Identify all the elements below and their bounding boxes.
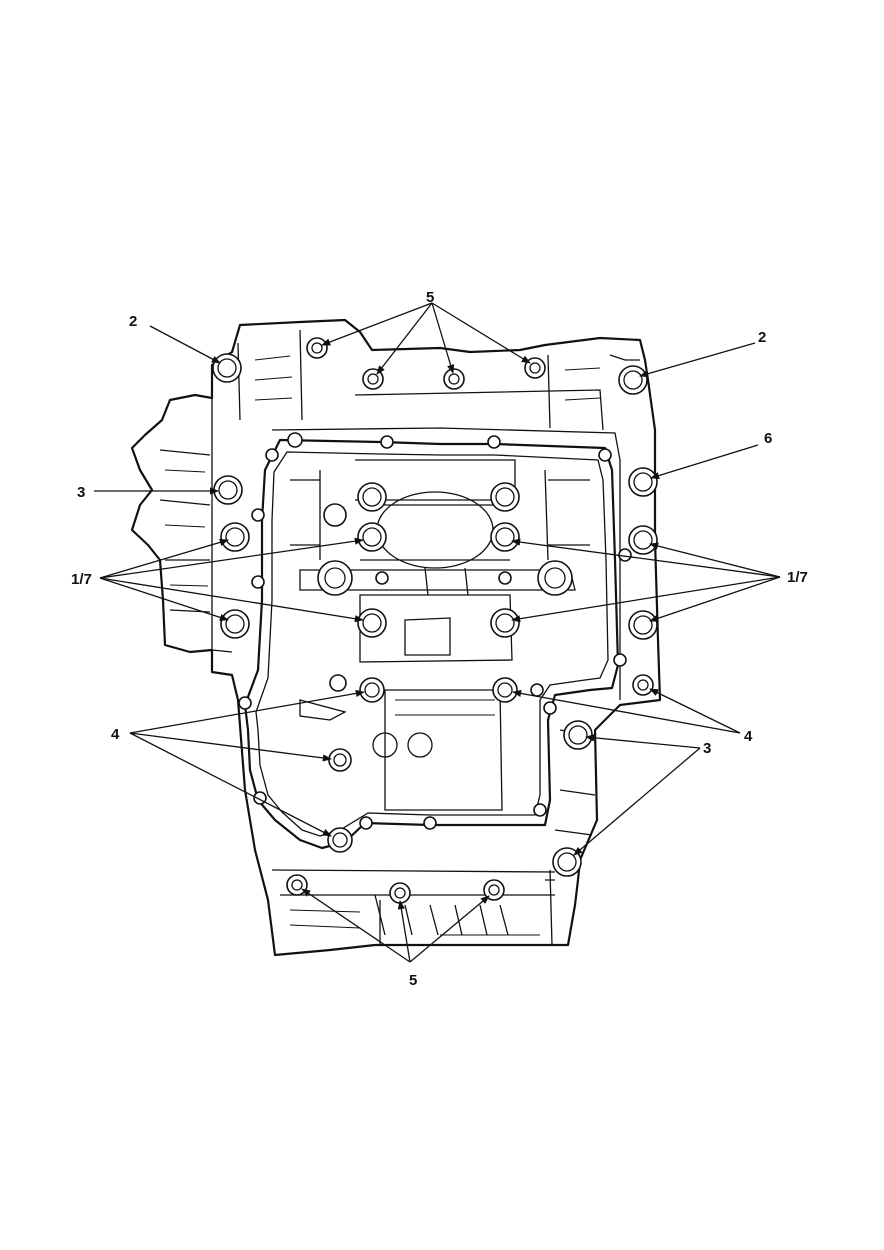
bolt-5-bottom-c xyxy=(483,879,505,901)
label-3-left: 3 xyxy=(77,484,85,501)
bolt-center-2 xyxy=(490,482,520,512)
bolt-17-right-upper xyxy=(628,525,658,555)
bolt-4-right-a xyxy=(632,674,654,696)
bolt-5-bottom-b xyxy=(389,882,411,904)
bolt-2-right xyxy=(618,365,648,395)
label-4-left: 4 xyxy=(111,726,120,743)
bolt-center-4 xyxy=(490,522,520,552)
bolt-center-7 xyxy=(359,677,385,703)
label-1-7-left: 1/7 xyxy=(71,571,92,588)
bolt-17-left-lower xyxy=(220,609,250,639)
bolt-center-8 xyxy=(492,677,518,703)
bolts xyxy=(212,337,658,904)
label-5-bottom: 5 xyxy=(409,972,417,989)
bolt-5-bottom-a xyxy=(286,874,308,896)
bolt-3-right-a xyxy=(563,720,593,750)
bolt-4-left-b xyxy=(327,827,353,853)
label-2-right: 2 xyxy=(758,329,766,346)
bolt-17-left-upper xyxy=(220,522,250,552)
label-4-right: 4 xyxy=(744,728,753,745)
gasket-line xyxy=(243,438,620,850)
bolt-center-3 xyxy=(357,522,387,552)
leader-lines xyxy=(94,302,781,963)
gasket-dowels xyxy=(238,432,632,830)
crankcase-outline xyxy=(130,318,662,957)
label-3-right: 3 xyxy=(703,740,711,757)
label-6: 6 xyxy=(764,430,772,447)
bolt-5-top-c xyxy=(443,368,465,390)
bolt-5-top-b xyxy=(362,368,384,390)
bolt-center-6 xyxy=(490,608,520,638)
bolt-6 xyxy=(628,467,658,497)
bolt-2-left xyxy=(212,353,242,383)
bolt-17-right-lower xyxy=(628,610,658,640)
bolt-center-5 xyxy=(357,608,387,638)
bolt-center-1 xyxy=(357,482,387,512)
crank-housing xyxy=(290,459,590,936)
label-2-left: 2 xyxy=(129,313,137,330)
bolt-3-left xyxy=(213,475,243,505)
bolt-5-top-a xyxy=(306,337,328,359)
bolt-5-top-d xyxy=(524,357,546,379)
bolt-4-left-a xyxy=(328,748,352,772)
label-1-7-right: 1/7 xyxy=(787,569,808,586)
label-5-top: 5 xyxy=(426,289,434,306)
callout-labels: 5 2 2 6 3 1/7 1/7 4 4 3 5 xyxy=(71,289,808,989)
